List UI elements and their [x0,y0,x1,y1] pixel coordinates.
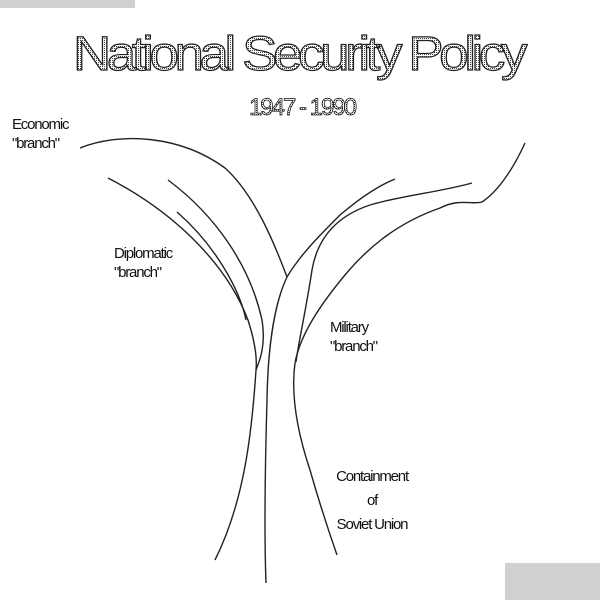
label-line: of [366,492,378,509]
page-subtitle: 1947 - 1990 [249,94,357,121]
economic-branch-label: Economic "branch" [12,115,69,153]
label-line: Military [330,319,369,336]
label-line: "branch" [330,338,378,355]
label-line: Soviet Union [336,516,409,533]
label-line: Containment [336,468,409,485]
halftone-corner-top-left [0,0,135,8]
label-line: Diplomatic [114,245,173,262]
diplomatic-branch-line-inner [176,211,247,321]
trunk-right [292,362,338,556]
economic-branch-line [79,137,288,278]
military-branch-label: Military "branch" [330,318,378,356]
label-line: Economic [12,116,69,133]
label-line: "branch" [114,264,162,281]
diplomatic-branch-line-middle [167,179,265,371]
trunk-label: Containment of Soviet Union [322,465,422,537]
halftone-corner-bottom-right [505,563,600,600]
diplomatic-branch-label: Diplomatic "branch" [114,244,173,282]
trunk-center [264,276,288,584]
page-title: National Security Policy [73,28,527,81]
trunk-left [214,369,257,561]
military-branch-line-a [286,178,396,278]
military-branch-line-b [295,182,473,363]
diplomatic-branch-line-outer [107,177,257,371]
military-branch-line-c [294,142,526,364]
label-line: "branch" [12,135,60,152]
